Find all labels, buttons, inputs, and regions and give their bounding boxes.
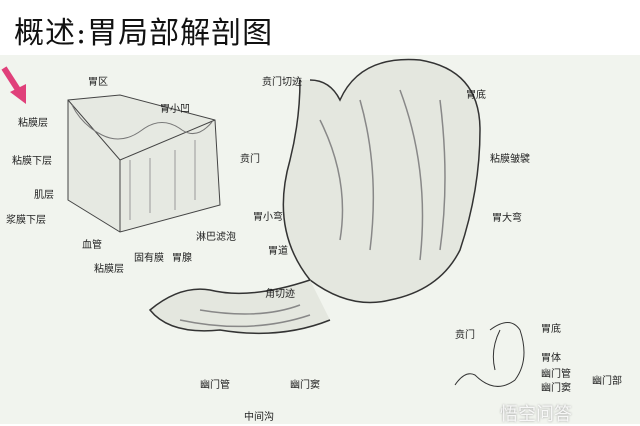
- label-vessel: 血管: [82, 240, 102, 251]
- mini-label-body: 胃体: [541, 353, 561, 364]
- mini-label-antrum: 幽门窦: [541, 383, 571, 394]
- label-muscle: 肌层: [34, 190, 54, 201]
- watermark: 悟空问答: [500, 404, 572, 425]
- label-mucosa: 粘膜层: [18, 118, 48, 129]
- label-mucosal-folds: 粘膜皱襞: [490, 154, 530, 165]
- mini-label-pyloric-part: 幽门部: [592, 376, 622, 387]
- label-gastric-pits: 胃小凹: [160, 104, 190, 115]
- label-greater-curvature: 胃大弯: [492, 213, 522, 224]
- label-gastric-area: 胃区: [88, 77, 108, 88]
- tissue-block: [67, 94, 221, 233]
- label-cardiac-notch: 贲门切迹: [262, 77, 302, 88]
- label-subserosa: 浆膜下层: [6, 215, 46, 226]
- label-mucosa-bottom: 粘膜层: [94, 264, 124, 275]
- stomach-drawing: [148, 58, 481, 335]
- label-pyloric-canal: 幽门管: [200, 380, 230, 391]
- label-lymph-follicle: 淋巴滤泡: [196, 232, 236, 243]
- page-title: 概述:胃局部解剖图: [14, 16, 274, 51]
- label-angular-notch: 角切迹: [265, 289, 295, 300]
- label-intermediate-sulcus: 中间沟: [244, 412, 274, 423]
- label-pyloric-antrum: 幽门窦: [290, 380, 320, 391]
- mini-label-fundus: 胃底: [541, 324, 561, 335]
- mini-stomach: [454, 322, 525, 387]
- mini-label-pyloric-canal: 幽门管: [541, 369, 571, 380]
- label-lesser-curvature: 胃小弯: [253, 212, 283, 223]
- label-gastric-canal: 胃道: [268, 246, 288, 257]
- label-fundus: 胃底: [466, 90, 486, 101]
- label-gastric-gland: 胃腺: [172, 253, 192, 264]
- pointer-arrow-icon: [1, 66, 26, 104]
- label-submucosa: 粘膜下层: [12, 156, 52, 167]
- mini-label-cardia: 贲门: [455, 330, 475, 341]
- label-cardia: 贲门: [240, 154, 260, 165]
- label-lamina-propria: 固有膜: [134, 253, 164, 264]
